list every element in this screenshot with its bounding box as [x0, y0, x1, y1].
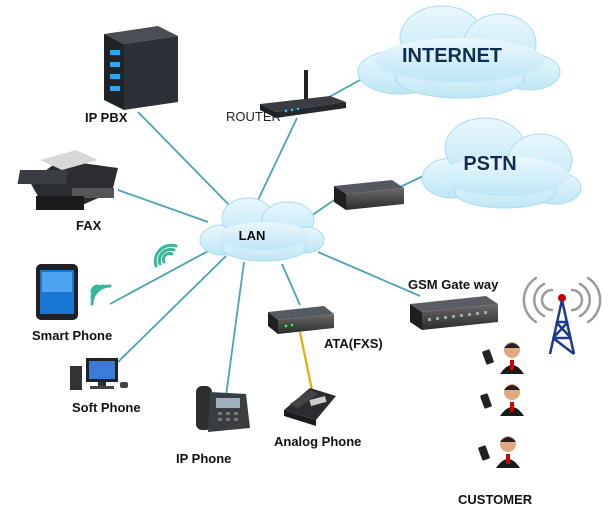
- soft-phone-label: Soft Phone: [72, 400, 141, 415]
- server-icon: [104, 26, 178, 110]
- customer-icon: [500, 342, 524, 374]
- mobile-phone-icon: [480, 393, 492, 409]
- link-lan-gsm: [317, 251, 421, 297]
- link-lan-ipphone: [225, 261, 245, 397]
- desk-phone-icon: [196, 386, 250, 432]
- customer-icon: [500, 384, 524, 416]
- pstn-label: PSTN: [463, 153, 516, 175]
- smart-phone-label: Smart Phone: [32, 328, 112, 343]
- desktop-computer-icon: [70, 358, 128, 390]
- customer-label: CUSTOMER: [458, 492, 533, 507]
- ata-label: ATA(FXS): [324, 336, 383, 351]
- ip-pbx-label: IP PBX: [85, 110, 128, 125]
- mobile-phone-icon: [478, 445, 490, 461]
- link-lan-pbx: [137, 111, 233, 209]
- router-icon: [260, 70, 346, 118]
- cell-tower-icon: [522, 276, 602, 355]
- ip-phone-label: IP Phone: [176, 451, 231, 466]
- link-lan-fax: [117, 189, 209, 223]
- gsm-gateway-label: GSM Gate way: [408, 277, 499, 292]
- fax-label: FAX: [76, 218, 102, 233]
- router-label: ROUTER: [226, 109, 281, 124]
- pstn-gateway-icon: [334, 180, 404, 210]
- analog-phone-label: Analog Phone: [274, 434, 361, 449]
- gsm-gateway-icon: [410, 296, 498, 330]
- link-lan-softphone: [117, 255, 227, 363]
- pstn-cloud: PSTN: [421, 117, 582, 209]
- lan-label: LAN: [239, 228, 266, 243]
- fax-icon: [17, 150, 118, 210]
- analog-phone-icon: [284, 388, 336, 426]
- ata-device-icon: [268, 306, 334, 334]
- mobile-phone-icon: [482, 349, 494, 365]
- internet-cloud: INTERNET: [357, 5, 561, 99]
- internet-label: INTERNET: [402, 45, 502, 67]
- lan-cloud: LAN: [199, 197, 325, 262]
- links: [109, 57, 441, 397]
- customer-icon: [496, 436, 520, 468]
- wifi-icon: [153, 243, 178, 268]
- link-lan-ata: [281, 263, 301, 306]
- link-lan-smartphone: [109, 249, 211, 305]
- link-ata-analog: [298, 331, 314, 391]
- wifi-icon: [90, 284, 112, 306]
- smartphone-icon: [36, 264, 78, 320]
- link-lan-router: [257, 117, 298, 201]
